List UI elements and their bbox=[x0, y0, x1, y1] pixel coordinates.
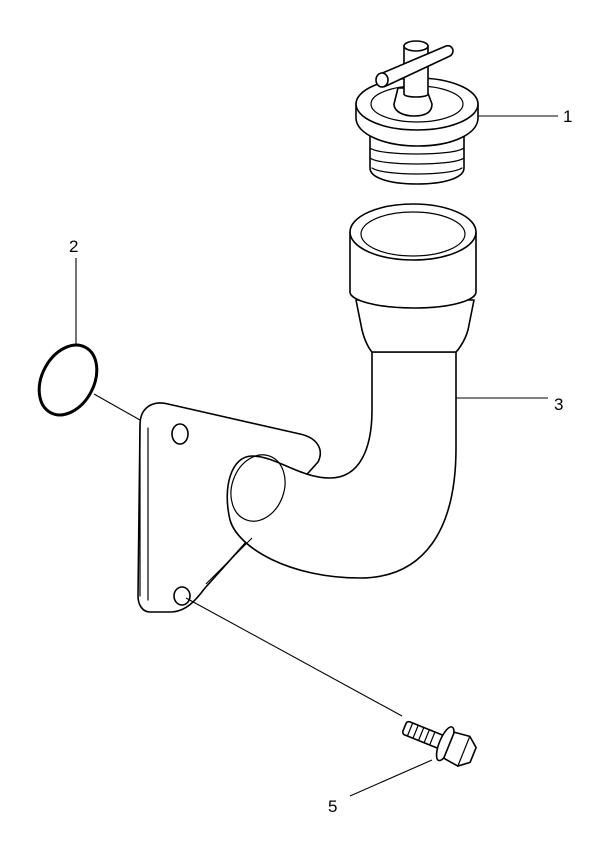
flange-bolt bbox=[401, 720, 477, 767]
leader-line-5 bbox=[349, 759, 433, 797]
callout-2: 2 bbox=[69, 237, 78, 256]
bolt-head-edge bbox=[457, 735, 471, 767]
cap-thread-body bbox=[369, 135, 465, 185]
flange-hole-bottom bbox=[173, 586, 191, 606]
filler-pipe bbox=[137, 203, 477, 613]
callout-5: 5 bbox=[328, 797, 337, 816]
callout-labels: 1 2 3 5 bbox=[69, 107, 572, 816]
pipe-taper bbox=[355, 299, 475, 353]
pipe-flange-edge bbox=[139, 424, 149, 601]
cap-handle-stem-top bbox=[403, 40, 429, 52]
filler-cap bbox=[355, 40, 479, 185]
leader-line-bolt-axis-upper bbox=[205, 537, 253, 585]
o-ring-outer bbox=[37, 343, 99, 417]
flange-hole-top bbox=[171, 423, 189, 445]
pipe-inlet bbox=[230, 454, 286, 522]
pipe-mouth-inner bbox=[360, 211, 466, 257]
pipe-mouth-outer bbox=[349, 203, 477, 261]
leader-line-2-to-flange bbox=[93, 393, 141, 421]
leader-lines bbox=[75, 115, 558, 797]
bolt-threads bbox=[406, 722, 436, 746]
callout-3: 3 bbox=[554, 395, 563, 414]
callout-1: 1 bbox=[563, 107, 572, 126]
o-ring bbox=[37, 343, 99, 417]
leader-line-bolt-axis bbox=[185, 597, 403, 717]
cap-threads bbox=[369, 147, 465, 175]
pipe-elbow bbox=[226, 351, 457, 579]
cap-handle-bar-end bbox=[375, 72, 389, 88]
